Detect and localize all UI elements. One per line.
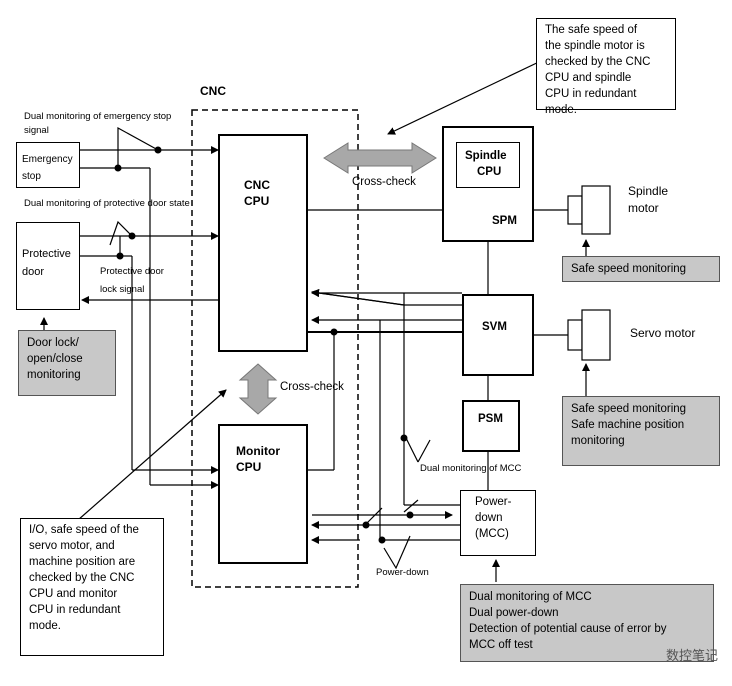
power-down-label: Power-down xyxy=(376,567,429,578)
psm-label: PSM xyxy=(478,413,503,425)
power-down-label-3: (MCC) xyxy=(475,528,509,540)
note-line: mode. xyxy=(29,620,61,632)
note-line: the spindle motor is xyxy=(545,40,645,52)
gray-line: Dual monitoring of MCC xyxy=(469,591,592,603)
junction-dot xyxy=(128,232,136,240)
junction-dot xyxy=(154,146,162,154)
cross-check-top-label: Cross-check xyxy=(352,176,416,188)
servo-motor-shape xyxy=(567,309,611,361)
emergency-stop-box: Emergency stop xyxy=(16,142,80,188)
svm-label: SVM xyxy=(482,321,507,333)
spindle-motor-label-2: motor xyxy=(628,201,659,215)
door-lock-signal-label-2: lock signal xyxy=(100,284,145,295)
cnc-cpu-label-1: CNC xyxy=(244,178,270,192)
junction-dot xyxy=(406,511,414,519)
emergency-stop-label-2: stop xyxy=(22,171,41,182)
dual-estop-label-2: signal xyxy=(24,125,49,136)
note-line: CPU in redundant xyxy=(545,88,637,100)
cnc-boundary xyxy=(191,109,359,588)
cnc-label: CNC xyxy=(200,84,226,98)
monitor-cpu-box: Monitor CPU xyxy=(218,424,308,564)
note-line: checked by the CNC xyxy=(545,56,651,68)
gray-line: monitoring xyxy=(27,369,81,381)
spindle-motor-shape xyxy=(567,185,611,235)
door-lock-monitoring-box: Door lock/ open/close monitoring xyxy=(18,330,116,396)
gray-line: Safe speed monitoring xyxy=(571,403,687,415)
dual-mcc-label: Dual monitoring of MCC xyxy=(420,463,522,474)
note-line: CPU in redundant xyxy=(29,604,121,616)
note-line: CPU and spindle xyxy=(545,72,632,84)
protective-door-label-1: Protective xyxy=(22,248,71,260)
gray-line: Safe machine position xyxy=(571,419,685,431)
emergency-stop-label-1: Emergency xyxy=(22,154,73,165)
spindle-safe-speed-box: Safe speed monitoring xyxy=(562,256,720,282)
gray-line: Safe speed monitoring xyxy=(571,263,687,275)
cnc-cpu-label-2: CPU xyxy=(244,194,270,208)
monitor-cpu-label-2: CPU xyxy=(236,460,262,474)
junction-dot xyxy=(330,328,338,336)
door-lock-signal-label-1: Protective door xyxy=(100,266,164,277)
junction-dot xyxy=(116,252,124,260)
junction-dot xyxy=(400,434,408,442)
protective-door-box: Protective door xyxy=(16,222,80,310)
junction-dot xyxy=(362,521,370,529)
power-down-mcc-box: Power- down (MCC) xyxy=(460,490,536,556)
monitor-cpu-label-1: Monitor xyxy=(236,444,280,458)
dual-estop-label-1: Dual monitoring of emergency stop xyxy=(24,111,172,122)
power-down-label-1: Power- xyxy=(475,496,512,508)
cross-check-arrow-vertical xyxy=(238,363,278,415)
mcc-monitoring-box: Dual monitoring of MCC Dual power-down D… xyxy=(460,584,714,662)
junction-dot xyxy=(378,536,386,544)
gray-line: open/close xyxy=(27,353,83,365)
servo-motor-label: Servo motor xyxy=(630,326,696,340)
cross-check-arrow-horizontal xyxy=(323,142,437,174)
gray-line: Detection of potential cause of error by xyxy=(469,623,667,635)
dual-door-state-label: Dual monitoring of protective door state xyxy=(24,198,190,209)
spindle-speed-note: The safe speed of the spindle motor is c… xyxy=(536,18,676,116)
svm-box: SVM xyxy=(462,294,534,376)
note-line: mode. xyxy=(545,104,577,116)
spindle-cpu-label-2: CPU xyxy=(477,166,502,178)
spm-label: SPM xyxy=(492,215,517,227)
watermark: 数控笔记 xyxy=(665,648,718,663)
psm-box: PSM xyxy=(462,400,520,452)
io-check-note: I/O, safe speed of the servo motor, and … xyxy=(20,518,164,656)
cnc-cpu-box: CNC CPU xyxy=(218,134,308,352)
power-down-label-2: down xyxy=(475,512,503,524)
cross-check-mid-label: Cross-check xyxy=(280,381,344,393)
junction-dot xyxy=(114,164,122,172)
note-line: I/O, safe speed of the xyxy=(29,524,139,536)
gray-line: monitoring xyxy=(571,435,625,447)
note-line: machine position are xyxy=(29,556,136,568)
spm-box: Spindle CPU SPM xyxy=(442,126,534,242)
spindle-cpu-label-1: Spindle xyxy=(465,150,507,162)
gray-line: Dual power-down xyxy=(469,607,559,619)
spindle-motor-label-1: Spindle xyxy=(628,184,669,198)
gray-line: MCC off test xyxy=(469,639,533,651)
protective-door-label-2: door xyxy=(22,266,45,278)
spindle-cpu-box: Spindle CPU xyxy=(456,142,520,188)
note-line: CPU and monitor xyxy=(29,588,118,600)
note-line: checked by the CNC xyxy=(29,572,135,584)
gray-line: Door lock/ xyxy=(27,337,79,349)
servo-monitoring-box: Safe speed monitoring Safe machine posit… xyxy=(562,396,720,466)
note-line: servo motor, and xyxy=(29,540,115,552)
note-line: The safe speed of xyxy=(545,24,638,36)
